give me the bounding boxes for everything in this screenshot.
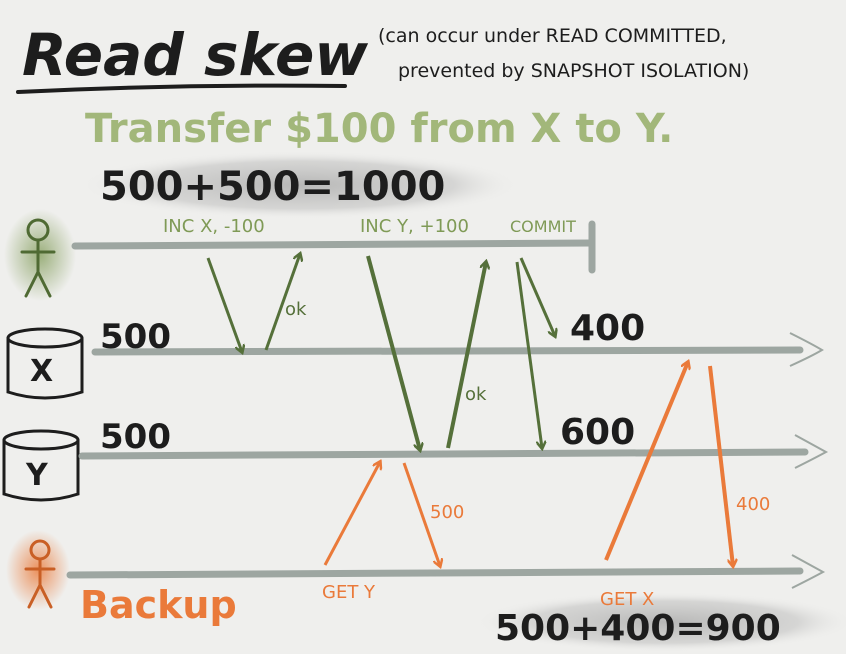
backup-label: Backup bbox=[80, 583, 237, 627]
get-x-label: GET X bbox=[600, 589, 654, 610]
db-y-label: Y bbox=[25, 458, 49, 493]
arrow-commit-y bbox=[515, 261, 542, 448]
backup-timeline-arrowhead bbox=[791, 554, 826, 589]
arrow-inc-y-ack bbox=[446, 262, 486, 449]
y-read-value: 500 bbox=[430, 502, 464, 523]
y-initial-value: 500 bbox=[100, 417, 171, 457]
db-x-icon bbox=[6, 327, 84, 400]
db-x-label: X bbox=[30, 354, 53, 389]
ack-x-label: ok bbox=[285, 299, 307, 320]
op-commit: COMMIT bbox=[510, 217, 576, 236]
final-sum: 500+400=900 bbox=[495, 608, 781, 649]
subtitle-line-2: prevented by SNAPSHOT ISOLATION) bbox=[398, 60, 749, 82]
arrow-get-x-request bbox=[604, 362, 688, 561]
arrow-get-y-response bbox=[402, 462, 440, 566]
op-inc-y: INC Y, +100 bbox=[360, 216, 469, 237]
arrow-inc-y-request bbox=[366, 255, 420, 450]
x-timeline bbox=[91, 346, 804, 356]
op-inc-x: INC X, -100 bbox=[163, 216, 265, 237]
x-read-value: 400 bbox=[736, 494, 770, 515]
y-timeline bbox=[78, 448, 809, 460]
backup-timeline bbox=[66, 567, 804, 579]
get-y-label: GET Y bbox=[322, 582, 376, 603]
transaction-timeline bbox=[71, 239, 596, 250]
ack-y-label: ok bbox=[465, 384, 487, 405]
title-underline bbox=[16, 83, 347, 94]
subtitle-line-1: (can occur under READ COMMITTED, bbox=[378, 25, 727, 47]
y-timeline-arrowhead bbox=[794, 434, 829, 469]
arrow-inc-x-request bbox=[206, 257, 242, 352]
title: Read skew bbox=[22, 21, 368, 89]
y-new-value: 600 bbox=[560, 412, 635, 453]
arrow-commit-x bbox=[519, 257, 555, 336]
arrow-get-y-request bbox=[323, 462, 380, 566]
db-y-icon bbox=[2, 429, 80, 502]
x-new-value: 400 bbox=[570, 308, 645, 349]
user-glow bbox=[4, 209, 76, 301]
backup-icon bbox=[24, 539, 56, 609]
final-sum-highlight bbox=[475, 592, 846, 652]
scenario-text: Transfer $100 from X to Y. bbox=[85, 106, 673, 152]
arrow-get-x-response bbox=[708, 365, 733, 566]
arrow-inc-x-ack bbox=[264, 254, 300, 351]
user-icon bbox=[20, 218, 56, 298]
x-timeline-arrowhead bbox=[789, 332, 824, 367]
initial-sum: 500+500=1000 bbox=[100, 164, 445, 210]
initial-sum-highlight bbox=[80, 151, 520, 219]
